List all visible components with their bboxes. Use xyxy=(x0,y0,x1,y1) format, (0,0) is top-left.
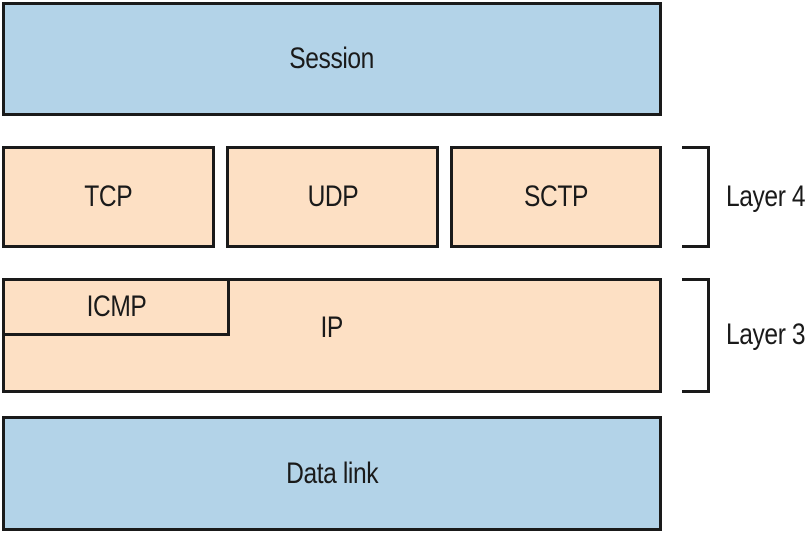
udp-label: UDP xyxy=(307,180,358,213)
session-box: Session xyxy=(2,2,662,116)
datalink-box: Data link xyxy=(2,416,662,531)
layer4-label: Layer 4 xyxy=(726,180,806,213)
layer3-label: Layer 3 xyxy=(726,318,806,351)
session-label: Session xyxy=(289,42,375,75)
udp-box: UDP xyxy=(226,146,439,248)
icmp-label: ICMP xyxy=(86,290,146,323)
ip-label: IP xyxy=(320,311,344,344)
layer3-bracket xyxy=(682,278,710,393)
icmp-box: ICMP xyxy=(5,281,230,336)
layer4-label-wrap: Layer 4 xyxy=(726,180,810,214)
sctp-label: SCTP xyxy=(524,180,588,213)
tcp-box: TCP xyxy=(2,146,215,248)
datalink-label: Data link xyxy=(285,456,379,490)
ip-label-wrap: IP xyxy=(5,311,659,345)
layer3-label-wrap: Layer 3 xyxy=(726,318,810,352)
sctp-box: SCTP xyxy=(450,146,662,248)
layer4-bracket xyxy=(682,146,710,248)
ip-box: ICMP IP xyxy=(2,278,662,393)
tcp-label: TCP xyxy=(84,180,133,213)
